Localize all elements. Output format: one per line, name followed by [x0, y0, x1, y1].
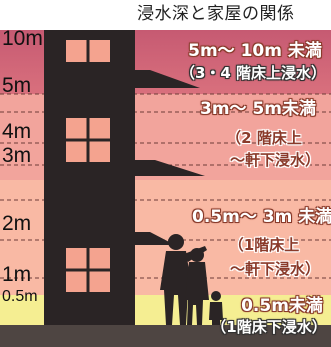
diagram-title: 浸水深と家屋の関係 [137, 4, 295, 24]
family-silhouette [160, 234, 223, 325]
height-label-1m: 1m [2, 263, 32, 286]
window-floor1 [66, 248, 110, 292]
height-label-10m: 10m [2, 27, 43, 50]
ground [0, 325, 331, 347]
window-floor3 [66, 118, 110, 162]
window-floor4 [66, 40, 110, 62]
height-label-3m: 3m [2, 144, 32, 167]
height-label-4m: 4m [2, 120, 32, 143]
height-label-0.5m: 0.5m [2, 288, 38, 305]
zone-0.5-3m-note-2: ～軒下浸水） [229, 260, 320, 278]
zone-5-10m-note: （3・4 階床上浸水） [179, 64, 327, 82]
zone-below-0.5m-range: 0.5m未満 [241, 296, 323, 316]
height-label-2m: 2m [2, 212, 32, 235]
height-guides [0, 93, 331, 279]
zone-5-10m-range: 5m～ 10m 未満 [188, 41, 322, 61]
building-eave-low [135, 232, 175, 245]
zone-3-5m-note-1: （2 階床上 [226, 129, 302, 147]
zone-0.5-3m-note-1: （1階床上 [228, 236, 300, 254]
zone-3-5m-note-2: ～軒下浸水） [229, 151, 320, 169]
height-label-5m: 5m [2, 74, 32, 97]
zone-0.5-3m-range: 0.5m～ 3m 未満 [192, 207, 331, 227]
zone-below-0.5m-note: （1階床下浸水） [211, 318, 327, 336]
building-eave-top [135, 70, 200, 88]
building-eave-mid [135, 160, 205, 176]
zone-3-5m-range: 3m～ 5m未満 [199, 99, 316, 119]
